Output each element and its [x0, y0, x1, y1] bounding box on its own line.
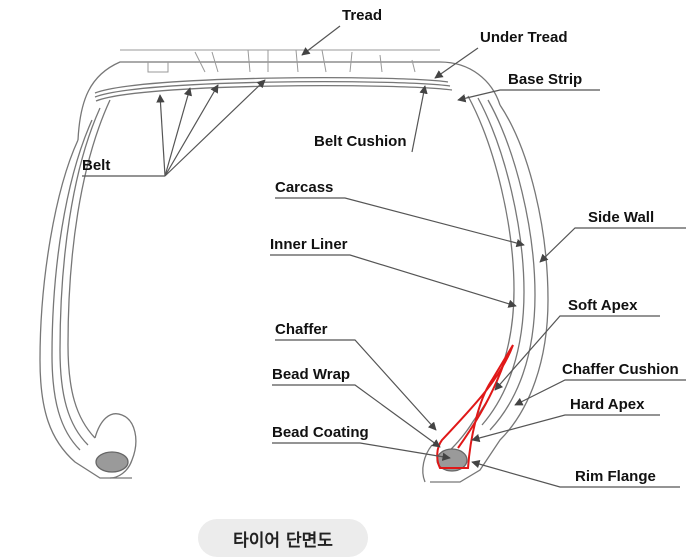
leader-belt-cushion: [411, 85, 428, 153]
leader-rim-flange: [471, 460, 680, 488]
label-bead-wrap: Bead Wrap: [272, 366, 350, 383]
label-belt: Belt: [82, 157, 110, 174]
leader-chaffer: [275, 339, 437, 431]
caption-badge: 타이어 단면도: [198, 519, 368, 557]
label-rim-flange: Rim Flange: [575, 468, 656, 485]
label-base-strip: Base Strip: [508, 71, 582, 88]
label-side-wall: Side Wall: [588, 209, 654, 226]
leader-belt-1: [156, 94, 166, 177]
leader-bead-wrap: [272, 384, 441, 448]
leader-belt-2: [164, 87, 192, 177]
leader-tread: [301, 25, 341, 56]
label-chaffer: Chaffer: [275, 321, 328, 338]
leader-chaffer-cushion: [514, 379, 686, 406]
leader-hard-apex: [471, 414, 660, 443]
leader-bead-coating: [272, 442, 451, 461]
label-hard-apex: Hard Apex: [570, 396, 645, 413]
leader-under-tread: [434, 47, 479, 79]
label-inner-liner: Inner Liner: [270, 236, 348, 253]
leader-side-wall: [539, 227, 686, 263]
tire-outline: [39, 49, 549, 483]
leader-inner-liner: [270, 254, 517, 308]
leader-soft-apex: [494, 315, 660, 391]
leader-belt-4: [164, 79, 266, 177]
label-soft-apex: Soft Apex: [568, 297, 638, 314]
leader-lines: [82, 25, 686, 488]
label-chaffer-cushion: Chaffer Cushion: [562, 361, 679, 378]
leader-belt-3: [164, 84, 219, 177]
label-under-tread: Under Tread: [480, 29, 568, 46]
label-tread: Tread: [342, 7, 382, 24]
labels: Tread Under Tread Base Strip Belt Cushio…: [82, 7, 679, 485]
label-bead-coating: Bead Coating: [272, 424, 369, 441]
leader-carcass: [275, 197, 525, 248]
leader-base-strip: [457, 89, 600, 103]
label-belt-cushion: Belt Cushion: [314, 133, 407, 150]
label-carcass: Carcass: [275, 179, 333, 196]
